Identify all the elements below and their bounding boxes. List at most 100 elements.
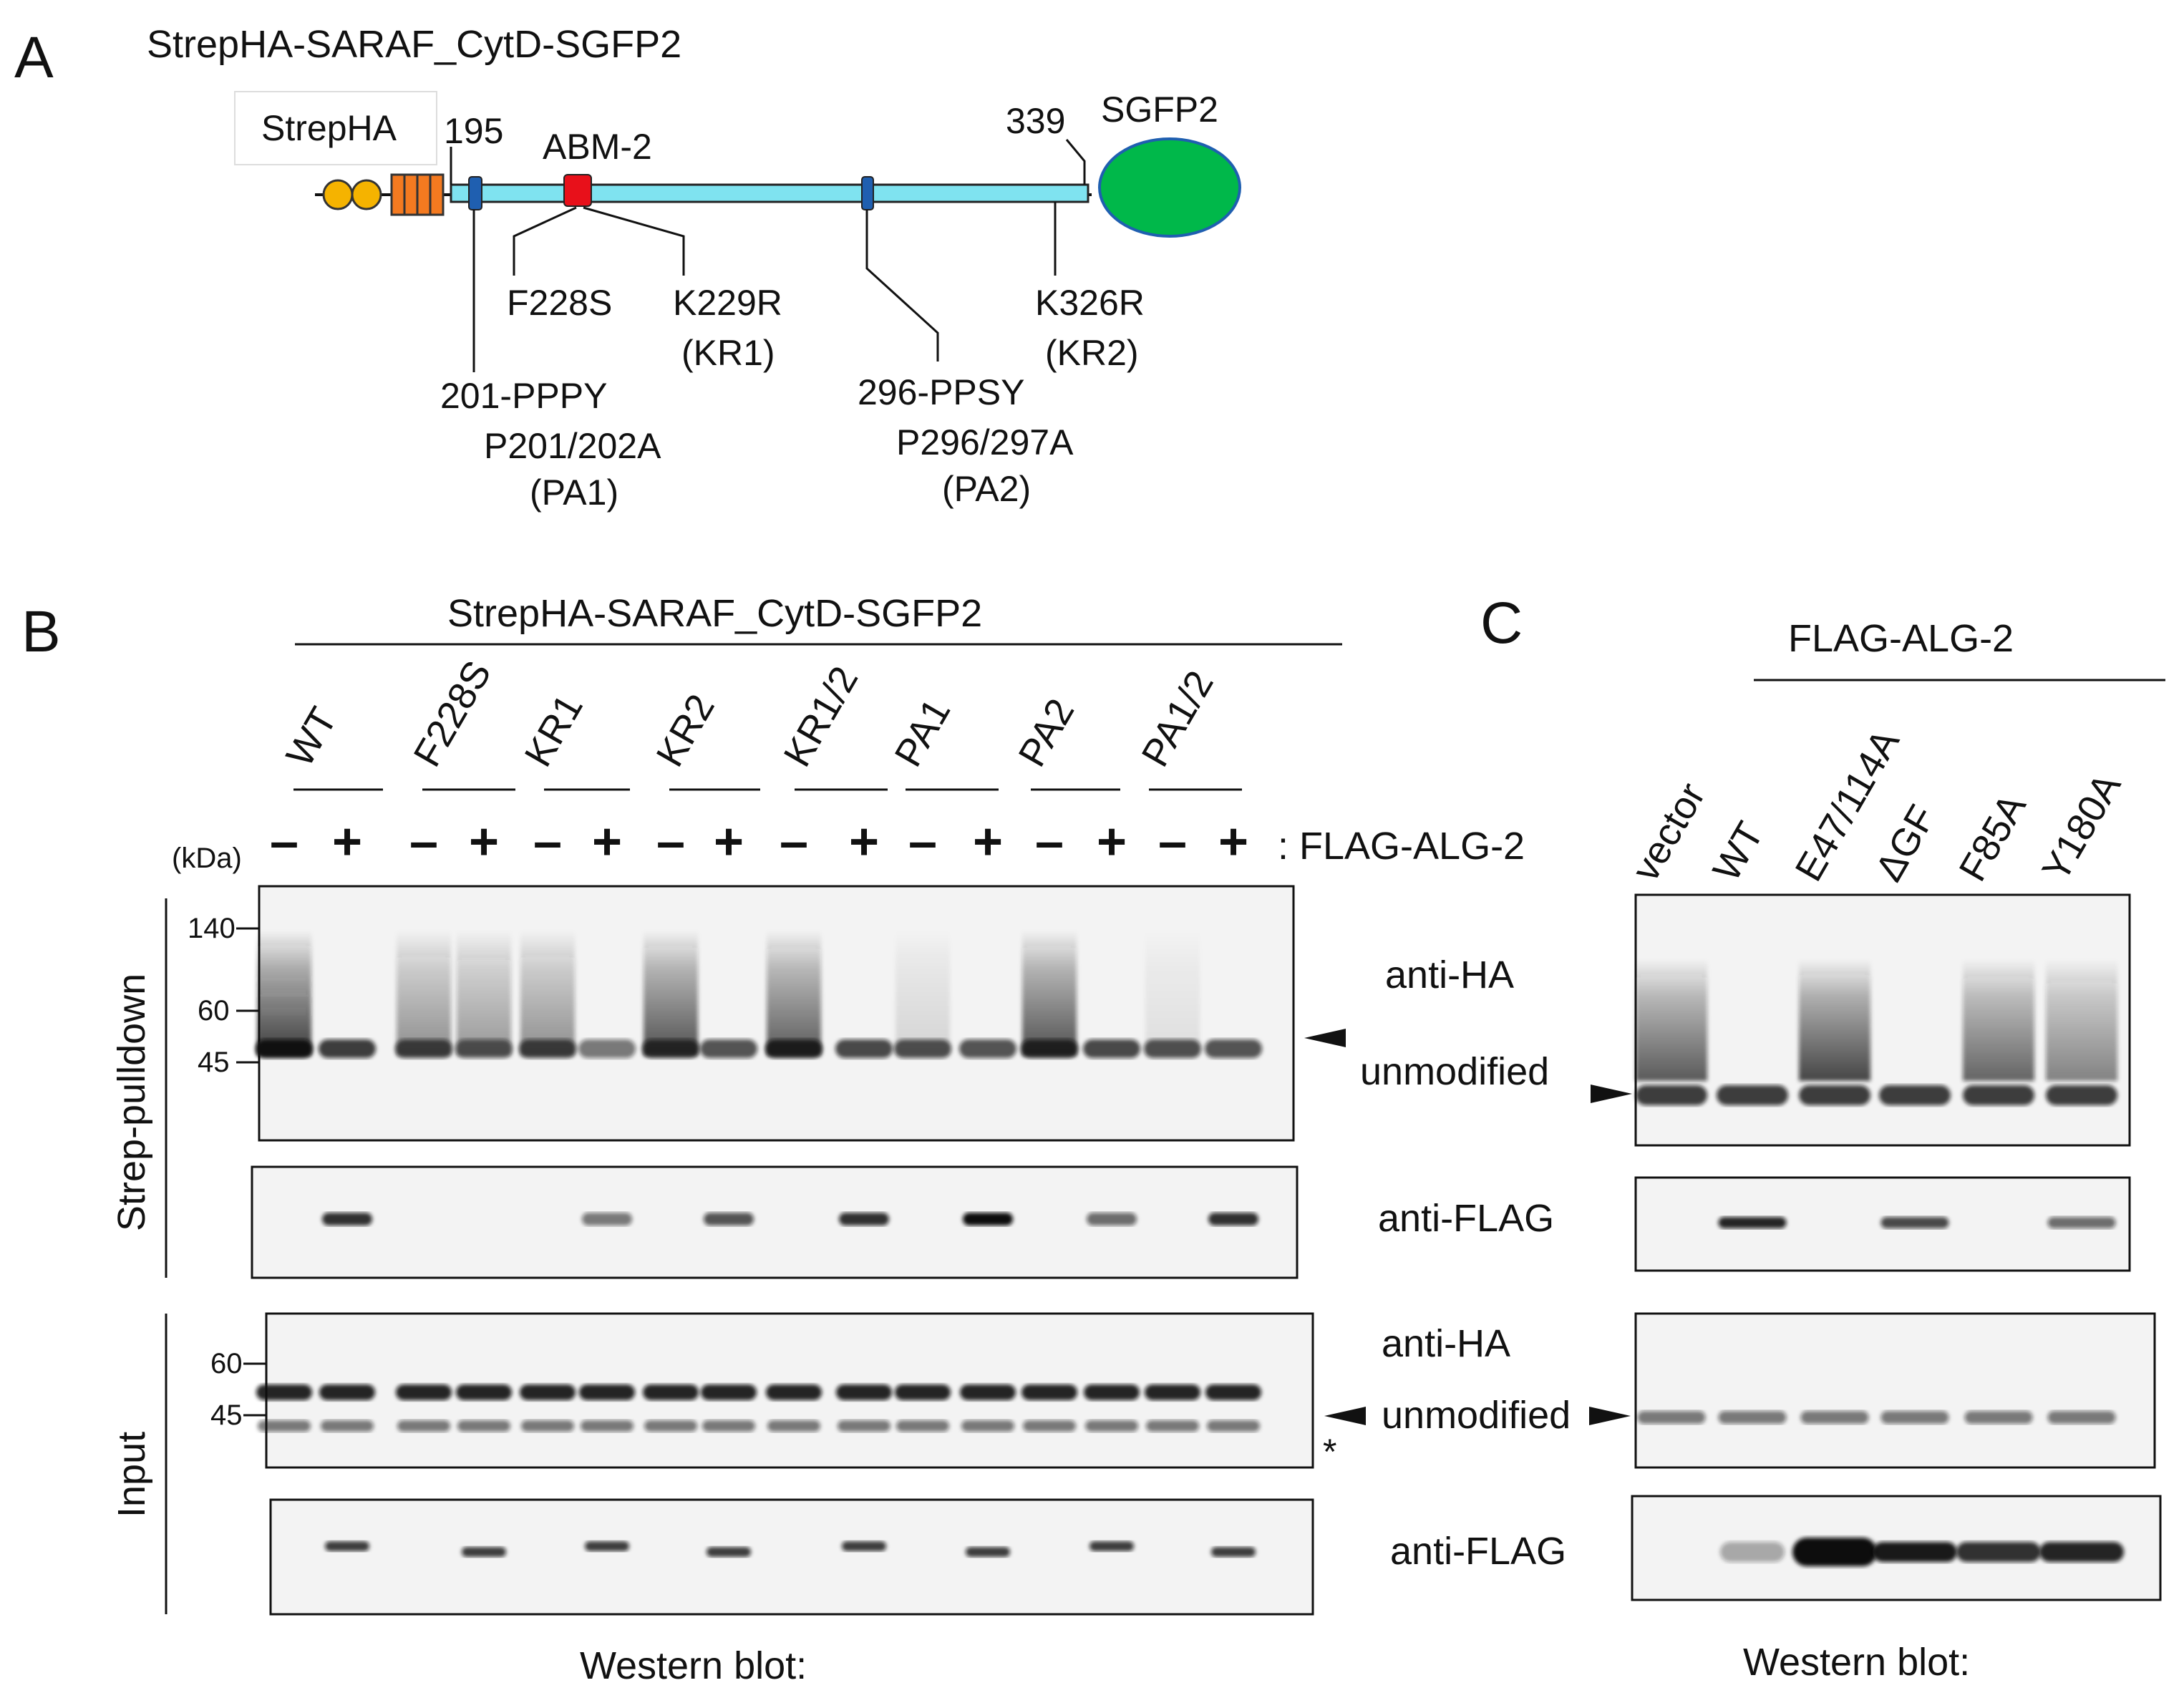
c-input-antiflag-bands	[1720, 1538, 2124, 1566]
c-lane-label-5: F85A	[1951, 787, 2034, 888]
unmodified-arrowhead	[1304, 1029, 1346, 1047]
input-flag-band	[707, 1547, 751, 1557]
input-lower-band	[521, 1420, 574, 1432]
c-unmodified-band	[1636, 1085, 1707, 1105]
strep-pulldown-label: Strep-pulldown	[110, 974, 153, 1231]
c-lane-label-2: WT	[1704, 815, 1772, 888]
unmodified-band	[642, 1039, 699, 1058]
c-lane-label-4: ΔGF	[1867, 798, 1943, 888]
minus-sign: –	[656, 813, 685, 870]
ha-tag-block-4	[429, 173, 445, 216]
f228s-label: F228S	[507, 283, 612, 323]
pa2-label: (PA2)	[942, 469, 1031, 509]
strep-tag-circle-2	[351, 179, 382, 210]
lane-label-kr2: KR2	[648, 687, 722, 774]
input-unmodified-band	[643, 1384, 699, 1400]
plus-sign: +	[973, 813, 1003, 870]
input-antiflag-label: anti-FLAG	[1390, 1530, 1566, 1573]
c-unmodified-band	[1717, 1085, 1788, 1105]
input-unmodified-label: unmodified	[1382, 1394, 1571, 1437]
flag-band	[582, 1213, 632, 1226]
ubiquitin-smear	[1145, 931, 1200, 1056]
unmodified-band	[700, 1039, 757, 1058]
c-input-band	[1637, 1411, 1706, 1424]
input-unmodified-band	[520, 1384, 576, 1400]
minus-sign: –	[270, 813, 299, 870]
input-unmodified-band	[1205, 1384, 1261, 1400]
sgfp2-label: SGFP2	[1101, 89, 1218, 130]
input-lower-band	[321, 1420, 374, 1432]
ha-tag-block-3	[416, 173, 432, 216]
c-lane-label-6: Y180A	[2034, 767, 2129, 888]
input-marker-45: 45	[210, 1399, 243, 1431]
input-unmodified-band	[836, 1384, 892, 1400]
input-unmodified-band	[701, 1384, 757, 1400]
c-input-flag-band	[1792, 1538, 1877, 1566]
ubiquitin-smear	[896, 931, 950, 1056]
pos-195-label: 195	[444, 111, 503, 151]
input-label: Input	[110, 1432, 153, 1518]
ubiquitin-smear	[457, 931, 511, 1056]
lane-label-kr1: KR1	[516, 687, 591, 774]
unmodified-band	[395, 1039, 452, 1058]
minus-sign: –	[780, 813, 808, 870]
flag-band	[322, 1213, 372, 1226]
input-antiha-label: anti-HA	[1382, 1322, 1510, 1365]
input-lower-band	[961, 1420, 1014, 1432]
c-unmodified-band	[1879, 1085, 1951, 1105]
k229r-label: K229R	[673, 283, 782, 323]
pa1-label: (PA1)	[530, 472, 618, 513]
ppsy-label: 296-PPSY	[858, 372, 1024, 412]
input-unmodified-band	[1084, 1384, 1140, 1400]
unmodified-band	[1083, 1039, 1140, 1058]
unmodified-band	[455, 1039, 513, 1058]
pulldown-antiha-bands	[256, 931, 1262, 1058]
c-input-antiha-bands	[1637, 1411, 2116, 1424]
c-input-antiha-blot	[1634, 1312, 2156, 1469]
marker-140: 140	[188, 913, 236, 944]
input-lower-band	[838, 1420, 890, 1432]
c-lane-label-1: vector	[1624, 776, 1713, 888]
unmodified-band	[835, 1039, 893, 1058]
plus-sign: +	[1097, 813, 1127, 870]
kr1-label: (KR1)	[681, 333, 775, 373]
flag-alg2-treatment-label: : FLAG-ALG-2	[1278, 825, 1525, 868]
panel-c-letter: C	[1480, 591, 1523, 656]
unmodified-band	[765, 1039, 822, 1058]
input-lower-band	[644, 1420, 697, 1432]
abm2-label: ABM-2	[543, 127, 652, 167]
c-unmodified-band	[2046, 1085, 2117, 1105]
input-unmodified-band	[396, 1384, 452, 1400]
input-unmodified-band	[960, 1384, 1016, 1400]
c-flag-band	[1880, 1217, 1949, 1228]
p296-label: P296/297A	[896, 422, 1074, 462]
input-antiflag-bands	[325, 1541, 1256, 1557]
unmodified-band	[959, 1039, 1016, 1058]
plus-sign: +	[1218, 813, 1248, 870]
plus-sign: +	[714, 813, 744, 870]
input-lower-band	[1207, 1420, 1260, 1432]
input-lower-band	[258, 1420, 311, 1432]
pulldown-antiflag-blot	[251, 1165, 1299, 1279]
lane-label-kr1-2: KR1/2	[775, 659, 866, 774]
input-lower-band	[1023, 1420, 1076, 1432]
c-input-band	[2047, 1411, 2116, 1424]
p201-label: P201/202A	[484, 426, 661, 466]
panel-a-letter: A	[14, 25, 54, 90]
pulldown-antiflag-bands	[322, 1213, 1258, 1226]
input-marker-60: 60	[210, 1348, 243, 1379]
sgfp2-domain	[1098, 137, 1241, 238]
ubiquitin-smear	[644, 931, 698, 1056]
input-lower-band	[1146, 1420, 1199, 1432]
c-unmodified-band	[1799, 1085, 1870, 1105]
flag-band	[1087, 1213, 1137, 1226]
c-input-band	[1800, 1411, 1869, 1424]
asterisk: *	[1323, 1432, 1336, 1472]
input-antiflag-blot	[269, 1498, 1314, 1616]
flag-band	[839, 1213, 889, 1226]
plus-sign: +	[592, 813, 622, 870]
input-unmodified-band	[766, 1384, 822, 1400]
unmodified-band	[519, 1039, 576, 1058]
